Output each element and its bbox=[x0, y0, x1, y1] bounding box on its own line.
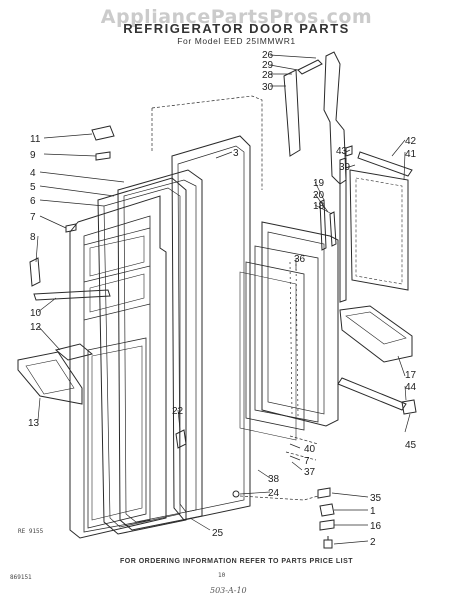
corner-code: 869151 bbox=[10, 574, 32, 581]
callout-24: 24 bbox=[268, 488, 280, 499]
callout-1: 1 bbox=[370, 506, 376, 517]
callout-39: 39 bbox=[339, 162, 351, 173]
callout-11: 11 bbox=[30, 134, 41, 145]
hinge-bracket bbox=[91, 125, 115, 141]
door-screw bbox=[65, 223, 77, 233]
hinge-screw bbox=[323, 536, 333, 549]
shelf-bracket bbox=[29, 257, 41, 287]
callout-5: 5 bbox=[30, 182, 36, 193]
lower-stop bbox=[175, 429, 187, 449]
callout-25: 25 bbox=[212, 528, 224, 539]
hinge-cover bbox=[283, 69, 301, 157]
diagram-title: REFRIGERATOR DOOR PARTS bbox=[123, 21, 350, 36]
callout-38: 38 bbox=[268, 474, 280, 485]
callout-28: 28 bbox=[262, 70, 274, 81]
hinge-pin bbox=[95, 151, 111, 161]
freezer-door-panel bbox=[69, 195, 167, 539]
callout-9: 9 bbox=[30, 150, 36, 161]
callout-7-left: 7 bbox=[30, 212, 36, 223]
callout-17: 17 bbox=[405, 370, 417, 381]
callout-42: 42 bbox=[405, 136, 417, 147]
door-shelf-bar bbox=[33, 289, 111, 301]
door-bin-panel bbox=[349, 169, 409, 291]
callout-40: 40 bbox=[304, 444, 316, 455]
page-number: 10 bbox=[218, 572, 226, 579]
callout-10: 10 bbox=[30, 308, 42, 319]
callout-30: 30 bbox=[262, 82, 274, 93]
callout-13: 13 bbox=[28, 418, 40, 429]
dispenser-tray bbox=[17, 343, 94, 405]
side-trim bbox=[339, 157, 347, 303]
bin-trim-top bbox=[357, 151, 413, 177]
callout-6: 6 bbox=[30, 196, 36, 207]
callout-22: 22 bbox=[172, 406, 184, 417]
callout-41: 41 bbox=[405, 149, 417, 160]
handwritten-note: 503-A-10 bbox=[210, 586, 247, 595]
bottom-hinge bbox=[319, 503, 335, 517]
callout-4: 4 bbox=[30, 168, 36, 179]
callout-2: 2 bbox=[370, 537, 376, 548]
ordering-footer: FOR ORDERING INFORMATION REFER TO PARTS … bbox=[119, 558, 354, 565]
door-frame bbox=[171, 135, 251, 521]
leader-lines bbox=[35, 54, 411, 545]
callout-19: 19 bbox=[313, 178, 325, 189]
callout-7-right: 7 bbox=[304, 456, 310, 467]
callout-45: 45 bbox=[405, 440, 417, 451]
callout-3: 3 bbox=[233, 148, 239, 159]
watermark-text: AppliancePartsPros.com bbox=[100, 6, 373, 28]
callout-43: 43 bbox=[336, 146, 348, 157]
small-clip bbox=[345, 145, 353, 157]
shelf-bar bbox=[337, 377, 407, 411]
door-pivot bbox=[232, 490, 240, 498]
model-line: For Model EED 25IMMWR1 bbox=[177, 36, 296, 46]
door-bin bbox=[339, 305, 413, 363]
callout-44: 44 bbox=[405, 382, 417, 393]
callout-18: 18 bbox=[313, 201, 325, 212]
callout-35: 35 bbox=[370, 493, 382, 504]
end-cap bbox=[401, 399, 417, 415]
figure-reference: RE 9155 bbox=[18, 528, 44, 535]
door-stop-rod bbox=[319, 199, 337, 251]
fresh-food-door-panel bbox=[239, 221, 339, 441]
top-hinge bbox=[297, 59, 323, 75]
hinge-bushing bbox=[319, 519, 335, 531]
callout-36: 36 bbox=[294, 254, 306, 265]
callout-8: 8 bbox=[30, 232, 36, 243]
hinge-washer bbox=[317, 487, 331, 499]
callout-29: 29 bbox=[262, 60, 274, 71]
callout-26: 26 bbox=[262, 50, 274, 61]
callout-16: 16 bbox=[370, 521, 382, 532]
callout-20: 20 bbox=[313, 190, 325, 201]
callout-12: 12 bbox=[30, 322, 42, 333]
callout-37: 37 bbox=[304, 467, 316, 478]
